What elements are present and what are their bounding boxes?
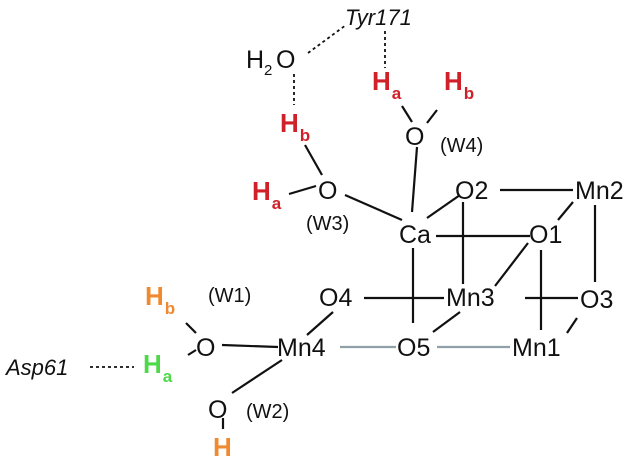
o3-atom: O3 (580, 286, 613, 314)
o4-atom: O4 (319, 284, 352, 312)
o5-atom: O5 (397, 334, 430, 362)
bond-o1-mn3 (494, 242, 529, 287)
w3-ha-label: Ha (252, 176, 282, 213)
bond-w3-ha (288, 184, 317, 196)
mn4-atom: Mn4 (277, 334, 326, 362)
h2o-h: H (246, 46, 264, 74)
o-w1: O (196, 334, 215, 362)
mn2-atom: Mn2 (575, 177, 624, 205)
bond-w2-mn4 (231, 359, 283, 394)
bond-w3-ca (344, 193, 403, 222)
ca-atom: Ca (399, 221, 431, 249)
hydrogen-labels: Ha Hb Hb Ha Hb Ha H (143, 66, 474, 462)
o-w3: O (318, 177, 337, 205)
bond-o3-mn1 (566, 317, 578, 334)
bond-o5-mn3 (432, 311, 461, 333)
bond-w4-hb (426, 109, 438, 124)
bond-w1-mn4 (221, 343, 279, 349)
bonds (185, 105, 597, 429)
o-w2: O (208, 396, 227, 424)
mn3-atom: Mn3 (446, 284, 495, 312)
w1-hb-label: Hb (145, 281, 175, 318)
bond-w1-ha (187, 349, 197, 356)
w3-label: (W3) (306, 213, 349, 235)
tyr171-label: Tyr171 (345, 5, 412, 30)
w3-hb-label: Hb (280, 108, 310, 145)
bond-w3-hb (304, 144, 323, 176)
w4-hb-label: Hb (444, 66, 474, 103)
w1-ha-label: Ha (143, 349, 173, 386)
w4-label: (W4) (440, 135, 483, 157)
bond-w4-ca (410, 146, 419, 213)
h2o-subscript: 2 (264, 62, 272, 79)
w2-label: (W2) (246, 401, 289, 423)
asp61-label: Asp61 (4, 355, 68, 380)
w1-label: (W1) (208, 285, 251, 307)
free-water: H 2 O (246, 46, 295, 79)
w2-h-label: H (213, 432, 232, 462)
o1-atom: O1 (529, 221, 562, 249)
hbond-h2o-tyr171 (307, 24, 347, 54)
o2-atom: O2 (455, 177, 488, 205)
h2o-o: O (276, 46, 295, 74)
mn1-atom: Mn1 (512, 334, 561, 362)
bond-w4-ha (401, 105, 413, 123)
bond-ca-o2 (426, 194, 461, 219)
o-w4: O (405, 123, 424, 151)
bond-mn4-o4 (306, 311, 334, 336)
bond-mn2-o1 (557, 201, 574, 221)
w4-ha-label: Ha (372, 66, 402, 103)
bond-w1-hb (185, 322, 197, 334)
hydrogen-bonds (90, 24, 386, 368)
